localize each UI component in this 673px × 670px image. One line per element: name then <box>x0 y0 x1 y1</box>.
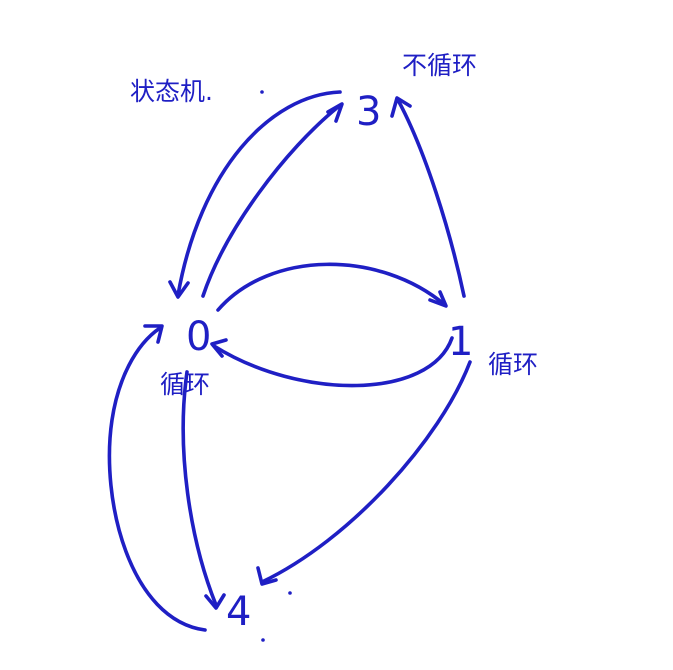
edge-0-to-3-arrowhead <box>326 102 344 123</box>
edge-0-to-3 <box>201 105 340 298</box>
edge-1-to-3-arrowhead <box>390 96 412 118</box>
ink-dot <box>261 638 265 642</box>
diagram-title: 状态机. <box>130 77 213 106</box>
edge-1-to-4-arrowhead <box>256 566 278 586</box>
edge-4-to-0-arrowhead <box>143 324 164 344</box>
edge-1-to-3 <box>396 98 466 298</box>
edge-3-to-0 <box>176 90 342 297</box>
edge-0-to-4-arrowhead <box>204 593 226 610</box>
edge-1-to-0 <box>212 336 454 388</box>
ink-dot <box>260 90 264 94</box>
node-3-annotation: 不循环 <box>402 51 477 80</box>
edges <box>107 90 472 632</box>
edge-0-to-1 <box>216 262 447 312</box>
ink-dot <box>288 591 292 595</box>
node-4-label: 4 <box>226 589 251 635</box>
edge-3-to-0-arrowhead <box>168 280 190 299</box>
edge-1-to-4 <box>260 360 472 584</box>
node-0-label: 0 <box>186 314 211 360</box>
edge-1-to-0-arrowhead <box>210 338 228 358</box>
node-1-annotation: 循环 <box>488 350 538 379</box>
node-3-label: 3 <box>356 89 381 135</box>
edge-0-to-1-arrowhead <box>428 290 448 308</box>
edge-4-to-0 <box>107 326 207 632</box>
edge-0-to-4 <box>181 370 218 607</box>
